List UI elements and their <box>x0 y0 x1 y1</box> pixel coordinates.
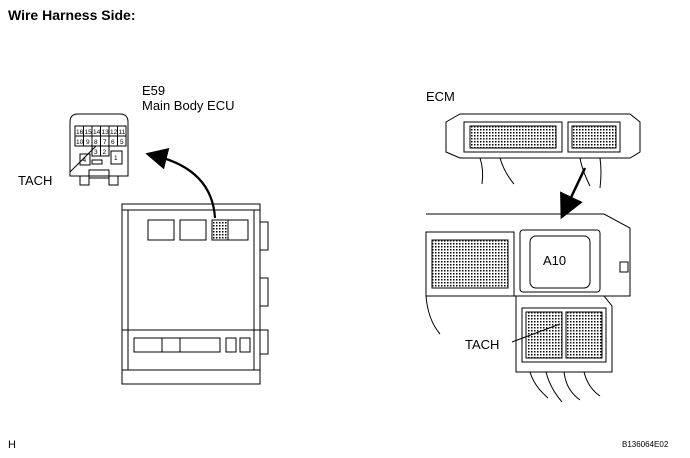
connector-code-a10: A10 <box>543 253 567 268</box>
tach-label-right: TACH <box>465 337 500 352</box>
pin-9: 9 <box>86 139 90 146</box>
curved-arrow-icon <box>145 148 217 219</box>
pin-16: 16 <box>76 129 84 136</box>
connector-code-e59: E59 <box>142 83 166 98</box>
page-title: Wire Harness Side: <box>8 7 136 23</box>
main-body-ecu-box <box>121 203 269 385</box>
pin-5: 5 <box>120 139 124 146</box>
e59-pin-numbers: 16 15 14 13 12 11 10 9 8 7 6 5 3 2 4 1 <box>76 129 126 164</box>
pin-13: 13 <box>102 129 110 136</box>
pin-3: 3 <box>94 149 98 156</box>
main-body-ecu-label: Main Body ECU <box>142 98 235 113</box>
ecm-label: ECM <box>426 89 455 104</box>
ecm-connector-block <box>445 113 641 189</box>
ecm-body <box>425 213 631 403</box>
e59-connector-face <box>69 113 129 186</box>
pin-4: 4 <box>83 157 87 164</box>
pin-2: 2 <box>103 149 107 156</box>
pin-1: 1 <box>114 155 118 162</box>
pin-15: 15 <box>85 129 93 136</box>
pin-7: 7 <box>103 139 107 146</box>
tach-label-left: TACH <box>18 173 53 188</box>
pin-12: 12 <box>110 129 118 136</box>
pin-14: 14 <box>93 129 101 136</box>
pin-6: 6 <box>111 139 115 146</box>
pin-8: 8 <box>94 139 98 146</box>
pin-10: 10 <box>76 139 84 146</box>
pin-11: 11 <box>119 129 126 136</box>
down-arrow-icon <box>560 167 587 220</box>
footer-mark: H <box>8 439 16 451</box>
figure-id: B136064E02 <box>622 440 669 449</box>
